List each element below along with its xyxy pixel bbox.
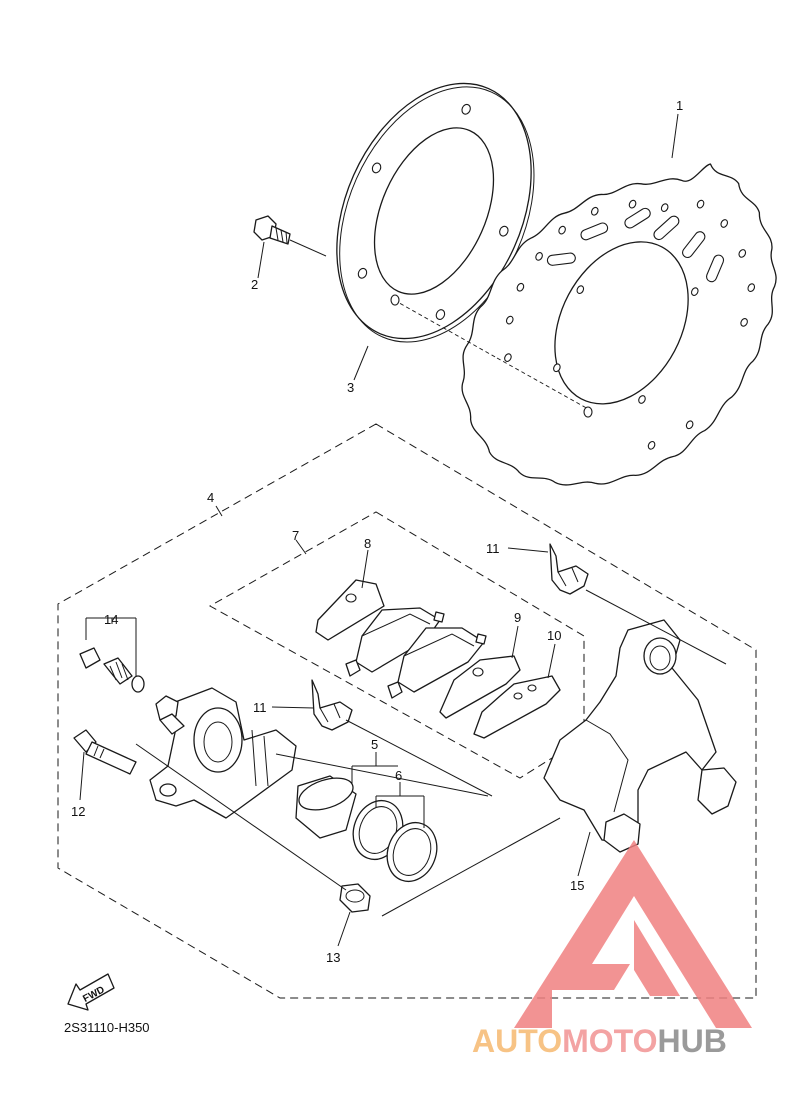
watermark-hub: HUB [657, 1023, 726, 1059]
brake-pad-2 [387, 627, 487, 699]
diagram-code: 2S31110-H350 [64, 1020, 150, 1035]
callout-14: 14 [104, 612, 118, 627]
callout-labels: 1 2 3 4 5 6 7 8 9 10 11 11 12 13 14 15 [71, 98, 683, 965]
part-11-pad-spring-upper [549, 543, 589, 595]
callout-12: 12 [71, 804, 85, 819]
brake-pad-1 [345, 607, 445, 677]
part-10-pad-shim [473, 675, 561, 739]
alignment-line [393, 299, 591, 411]
ring-bolt-hole [390, 294, 400, 306]
callout-2: 2 [251, 277, 258, 292]
callout-3: 3 [347, 380, 354, 395]
callout-4: 4 [207, 490, 214, 505]
callout-10: 10 [547, 628, 561, 643]
part-3-rotor-ring [336, 82, 535, 343]
part-14-bleed-screw-set [79, 617, 145, 693]
watermark-moto: MOTO [562, 1023, 657, 1059]
callout-9: 9 [514, 610, 521, 625]
logo-triangle-icon [514, 840, 752, 1028]
automotohub-logo-watermark [514, 840, 752, 1028]
part-1-wave-brake-disc [461, 163, 777, 486]
disc-bolt-hole [583, 406, 593, 418]
fwd-arrow-icon: FWD [67, 973, 115, 1011]
callout-5: 5 [371, 737, 378, 752]
part-5-piston [295, 775, 357, 839]
part-9-pad-shim [439, 655, 521, 719]
part-12-slide-pin [73, 729, 137, 775]
callout-7: 7 [292, 528, 299, 543]
callout-8: 8 [364, 536, 371, 551]
leader-lines [79, 113, 727, 947]
callout-11-lower: 11 [253, 700, 267, 715]
callout-15: 15 [570, 878, 584, 893]
callout-6: 6 [395, 768, 402, 783]
brake-caliper-body [149, 687, 297, 819]
callout-13: 13 [326, 950, 340, 965]
part-6-piston-seals [352, 799, 438, 883]
part-8-pad-shim [315, 579, 385, 641]
callout-1: 1 [676, 98, 683, 113]
part-15-caliper-bracket [543, 619, 737, 853]
part-2-bolt [253, 215, 327, 257]
part-13-boot [339, 883, 371, 913]
watermark-text: AUTOMOTOHUB [472, 1023, 727, 1059]
part-11-pad-spring-lower [311, 679, 353, 731]
callout-11-upper: 11 [486, 541, 500, 556]
watermark-auto: AUTO [472, 1023, 562, 1059]
part-4-caliper-assembly-boundary [57, 423, 757, 999]
